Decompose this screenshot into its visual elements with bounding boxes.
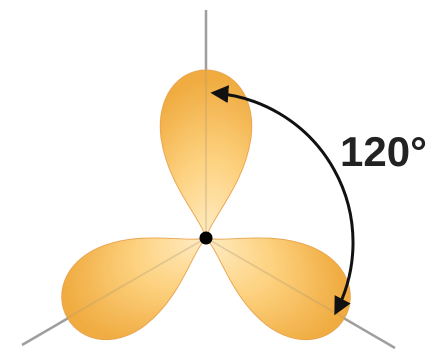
axis-overlay-lower-left [59,237,207,323]
angle-label: 120° [340,128,427,175]
angle-arc-arrow [210,85,355,316]
nucleus-dot [199,231,213,245]
